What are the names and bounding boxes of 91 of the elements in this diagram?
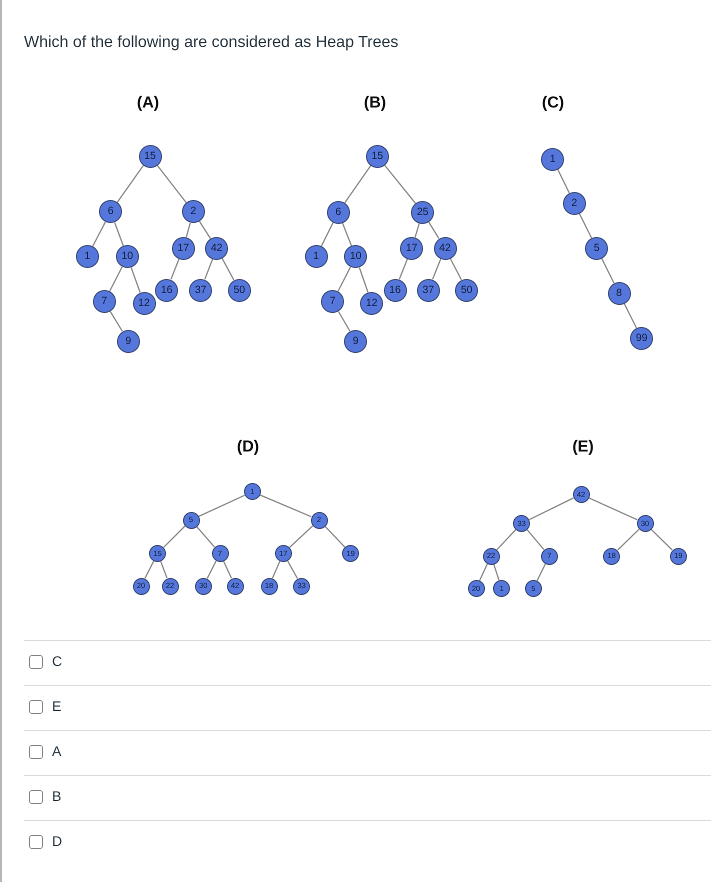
connector-line [186,222,191,238]
tree-node: 6 [99,200,122,224]
tree-node: 1 [76,245,99,268]
tree-node: 2 [562,192,586,215]
connector-line [163,526,186,548]
connector-line [384,164,416,204]
connector-line [144,560,154,579]
connector-line [414,223,420,238]
connector-line [130,267,141,293]
connector-line [108,266,123,292]
tree-node: 7 [321,290,344,314]
option-label: B [52,788,62,805]
connector-line [198,494,245,517]
connector-line [344,165,372,204]
tree-node: 25 [411,200,434,224]
tree-node: 50 [228,278,251,302]
connector-line [320,222,334,247]
connector-line [496,529,516,550]
connector-line [170,258,180,280]
connector-line [428,222,440,239]
tree-node: 1 [304,245,328,268]
connector-line [156,164,187,203]
connector-line [206,560,217,579]
connector-line [588,497,638,520]
tree-label: (B) [364,93,386,113]
connector-line [196,526,215,548]
connector-line [260,494,312,518]
option-label: A [52,743,62,760]
connector-line [160,561,168,578]
tree-node: 15 [138,144,162,168]
connector-line [601,258,614,284]
connector-line [114,222,124,246]
tree-node: 17 [172,236,195,260]
connector-line [650,528,673,550]
tree-label: (A) [136,93,160,113]
tree-node: 8 [608,282,630,305]
connector-line [286,560,298,579]
connector-line [432,258,442,280]
connector-line [324,526,346,548]
tree-node: 16 [155,278,178,302]
tree-node: 9 [344,330,368,352]
tree-node: 17 [400,236,424,260]
tree-node: 99 [630,326,654,350]
question-text: Which of the following are considered as Heap Trees [24,33,398,53]
connector-line [337,266,352,292]
tree-node: 12 [360,292,384,315]
connector-line [529,497,574,520]
tree-node: 12 [132,292,156,315]
connector-line [338,311,350,332]
tree-node: 5 [585,236,608,260]
tree-label: (D) [236,437,260,457]
connector-line [557,169,570,194]
tree-node: 42 [434,236,456,260]
tree-node: 7 [92,290,116,314]
tree-node: 42 [205,236,228,260]
connector-line [578,213,592,238]
tree-node: 2 [182,200,205,224]
connector-line [536,563,546,581]
connector-line [116,165,144,203]
connector-line [222,258,234,280]
connector-line [526,529,544,550]
tree-label: (C) [542,93,564,113]
tree-node: 9 [116,330,140,352]
connector-line [204,258,214,280]
connector-line [198,221,212,239]
tree-node: 16 [384,278,406,302]
connector-line [342,222,352,246]
connector-line [398,258,408,280]
option-label: E [52,698,62,715]
connector-line [110,311,123,332]
tree-node: 10 [116,245,139,268]
connector-line [450,258,462,280]
connector-line [617,528,640,550]
tree-node: 37 [189,278,212,302]
connector-line [222,560,232,579]
tree-label: (E) [572,437,594,457]
connector-line [289,525,314,548]
tree-node: 50 [455,278,478,302]
tree-node: 37 [416,278,440,302]
tree-node: 6 [326,200,350,224]
connector-line [92,222,106,247]
connector-line [624,303,638,328]
option-label: D [52,833,62,850]
connector-line [272,560,280,578]
connector-line [493,564,500,580]
tree-node: 1 [541,148,564,170]
connector-line [358,267,369,293]
tree-node: 15 [366,144,389,168]
connector-line [479,563,488,581]
tree-node: 10 [344,245,368,268]
option-label: C [52,653,62,670]
